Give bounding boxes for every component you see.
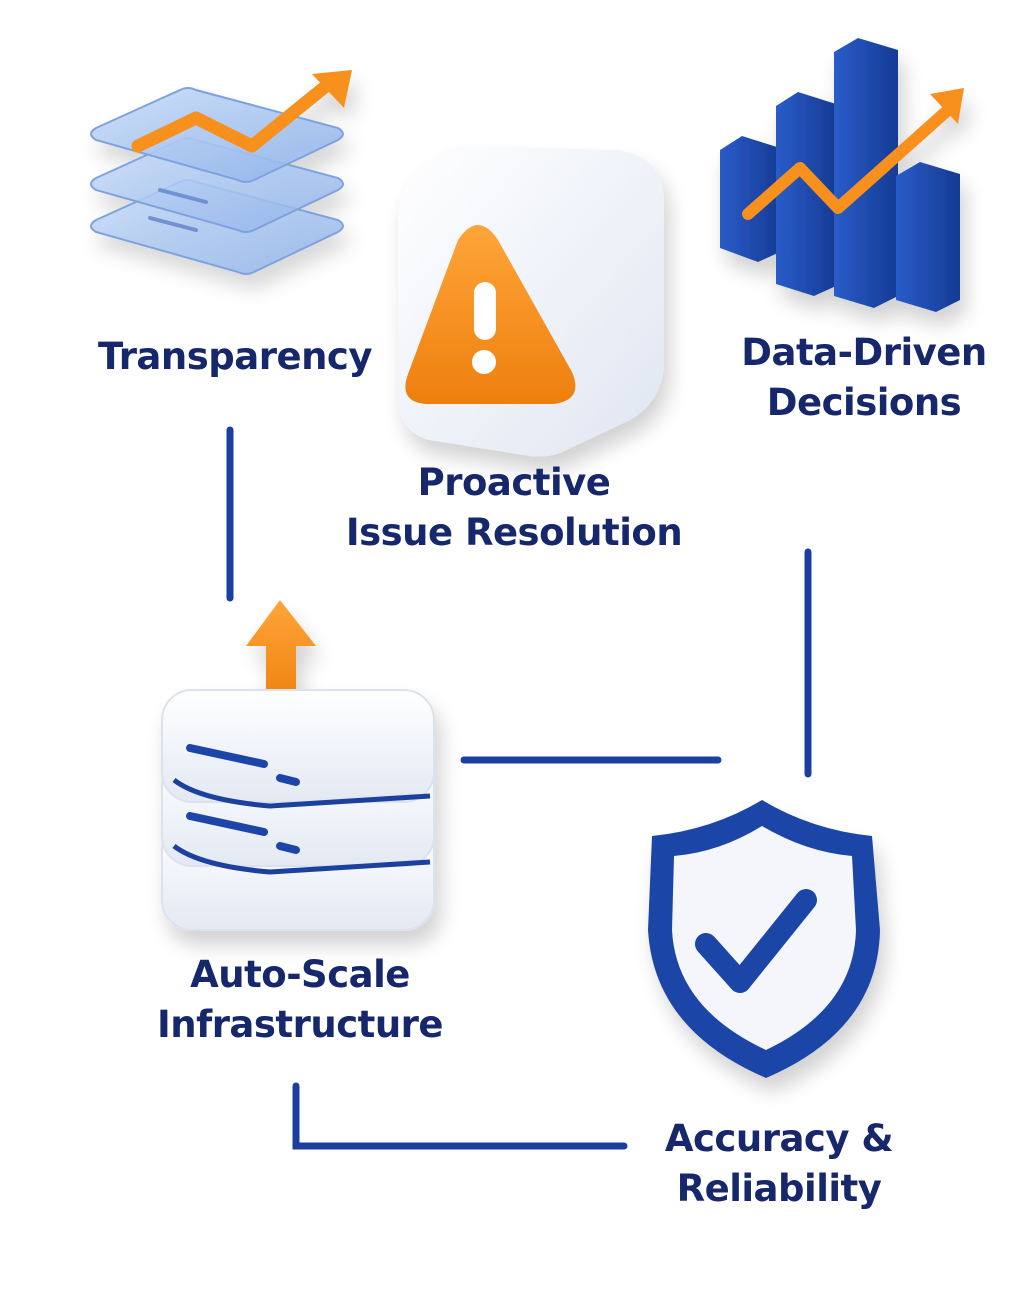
connector-lines [226, 426, 812, 1150]
label-proactive-issue-resolution: Proactive Issue Resolution [314, 458, 714, 558]
auto-scale-line-2: Infrastructure [156, 1003, 444, 1046]
label-accuracy-reliability: Accuracy & Reliability [634, 1114, 924, 1214]
bar-chart-trend-icon [720, 38, 964, 312]
accuracy-line-2: Reliability [676, 1167, 882, 1210]
warning-icon [398, 146, 664, 457]
accuracy-line-1: Accuracy & [664, 1117, 894, 1160]
auto-scale-line-1: Auto-Scale [190, 953, 410, 996]
server-stack-up-arrow-icon [161, 600, 435, 931]
transparency-line-1: Transparency [98, 335, 372, 378]
proactive-line-2: Issue Resolution [345, 511, 683, 554]
stacked-layers-trend-icon [90, 70, 352, 275]
label-data-driven-decisions: Data-Driven Decisions [714, 328, 1014, 428]
shield-check-icon [648, 800, 880, 1078]
label-transparency: Transparency [70, 332, 400, 382]
data-driven-line-1: Data-Driven [741, 331, 987, 374]
connector-elbow-bottom [292, 1082, 628, 1150]
data-driven-line-2: Decisions [766, 381, 962, 424]
label-auto-scale-infrastructure: Auto-Scale Infrastructure [130, 950, 470, 1050]
proactive-line-1: Proactive [417, 461, 611, 504]
